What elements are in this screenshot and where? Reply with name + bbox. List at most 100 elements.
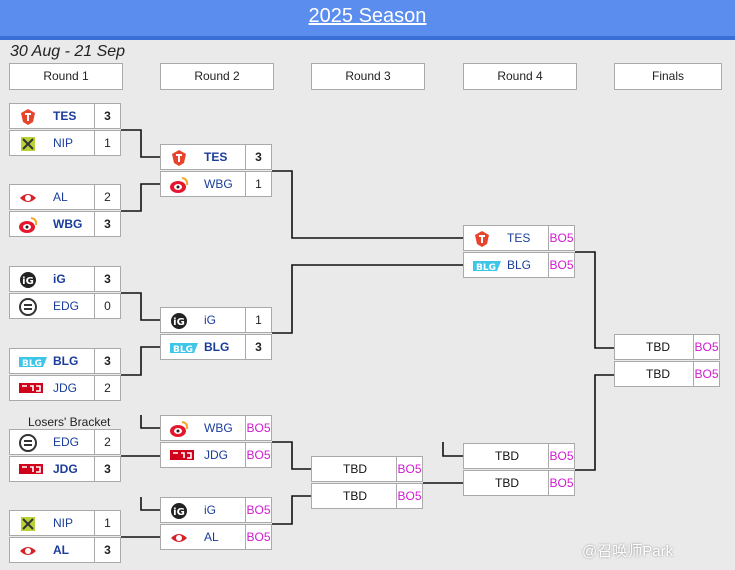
match-slot[interactable]: iG iG BO5: [160, 497, 272, 523]
team-score: BO5: [548, 226, 574, 250]
match-slot[interactable]: iG iG 3: [9, 266, 121, 292]
match-slot[interactable]: NIP 1: [9, 130, 121, 156]
losers-bracket-label: Losers' Bracket: [28, 415, 111, 429]
match-slot[interactable]: AL 2: [9, 184, 121, 210]
team-score: 3: [94, 538, 120, 562]
team-name: BLG: [53, 354, 79, 368]
match-slot[interactable]: TBD BO5: [614, 334, 720, 360]
match-slot[interactable]: WBG 3: [9, 211, 121, 237]
ig-logo-icon: iG: [169, 312, 189, 330]
team-score: 3: [245, 335, 271, 359]
al-logo-icon: [169, 529, 189, 547]
svg-text:BLG: BLG: [173, 345, 193, 355]
team-name: TBD: [343, 489, 367, 503]
team-score: BO5: [548, 471, 574, 495]
team-name: AL: [204, 530, 219, 544]
nip-logo-icon: [18, 515, 38, 533]
season-title-link[interactable]: 2025 Season: [308, 5, 427, 27]
team-name: AL: [53, 190, 68, 204]
team-score: BO5: [396, 457, 422, 481]
team-name: iG: [204, 503, 216, 517]
team-name: NIP: [53, 136, 74, 150]
match-slot[interactable]: AL BO5: [160, 524, 272, 550]
season-header: 2025 Season: [0, 0, 735, 40]
team-name: iG: [53, 272, 66, 286]
team-score: BO5: [548, 253, 574, 277]
match-slot[interactable]: TBD BO5: [463, 470, 575, 496]
wbg-logo-icon: [169, 420, 189, 438]
team-name: WBG: [53, 217, 83, 231]
team-name: TBD: [646, 367, 670, 381]
round-2-header: Round 2: [160, 63, 274, 90]
round-3-header: Round 3: [311, 63, 425, 90]
team-score: 1: [245, 308, 271, 332]
match-slot[interactable]: TBD BO5: [463, 443, 575, 469]
team-score: 3: [94, 104, 120, 128]
nip-logo-icon: [18, 135, 38, 153]
team-score: BO5: [693, 362, 719, 386]
team-score: 2: [94, 185, 120, 209]
team-name: TES: [507, 231, 531, 245]
blg-logo-icon: BLG: [18, 353, 47, 371]
match-slot[interactable]: TBD BO5: [311, 456, 423, 482]
match-slot[interactable]: TES BO5: [463, 225, 575, 251]
round-4-header: Round 4: [463, 63, 577, 90]
match-slot[interactable]: TBD BO5: [614, 361, 720, 387]
ig-logo-icon: iG: [169, 502, 189, 520]
team-score: BO5: [548, 444, 574, 468]
team-name: TES: [204, 150, 228, 164]
edg-logo-icon: [18, 298, 38, 316]
team-score: BO5: [693, 335, 719, 359]
svg-text:iG: iG: [173, 507, 185, 518]
match-slot[interactable]: TES 3: [160, 144, 272, 170]
wbg-logo-icon: [18, 216, 38, 234]
team-name: TBD: [495, 476, 519, 490]
team-name: TBD: [343, 462, 367, 476]
team-score: 1: [245, 172, 271, 196]
ig-logo-icon: iG: [18, 271, 38, 289]
team-name: WBG: [204, 421, 233, 435]
tes-logo-icon: [18, 108, 38, 126]
team-name: BLG: [204, 340, 230, 354]
match-slot[interactable]: BLG BLG 3: [160, 334, 272, 360]
svg-text:iG: iG: [173, 317, 185, 328]
jdg-logo-icon: [169, 447, 194, 465]
team-name: TBD: [646, 340, 670, 354]
al-logo-icon: [18, 189, 38, 207]
team-name: TBD: [495, 449, 519, 463]
team-score: 0: [94, 294, 120, 318]
team-name: JDG: [53, 381, 77, 395]
team-name: TES: [53, 109, 77, 123]
round-1-header: Round 1: [9, 63, 123, 90]
team-score: BO5: [245, 525, 271, 549]
team-score: 2: [94, 430, 120, 454]
match-slot[interactable]: TES 3: [9, 103, 121, 129]
team-score: 3: [94, 267, 120, 291]
team-score: 3: [94, 212, 120, 236]
team-score: 1: [94, 131, 120, 155]
match-slot[interactable]: TBD BO5: [311, 483, 423, 509]
team-score: BO5: [245, 416, 271, 440]
team-score: BO5: [245, 498, 271, 522]
team-score: BO5: [396, 484, 422, 508]
blg-logo-icon: BLG: [169, 339, 198, 357]
team-name: JDG: [204, 448, 228, 462]
team-score: 1: [94, 511, 120, 535]
edg-logo-icon: [18, 434, 38, 452]
date-range: 30 Aug - 21 Sep: [10, 43, 126, 60]
team-score: 3: [245, 145, 271, 169]
match-slot[interactable]: WBG BO5: [160, 415, 272, 441]
svg-text:BLG: BLG: [476, 263, 496, 273]
